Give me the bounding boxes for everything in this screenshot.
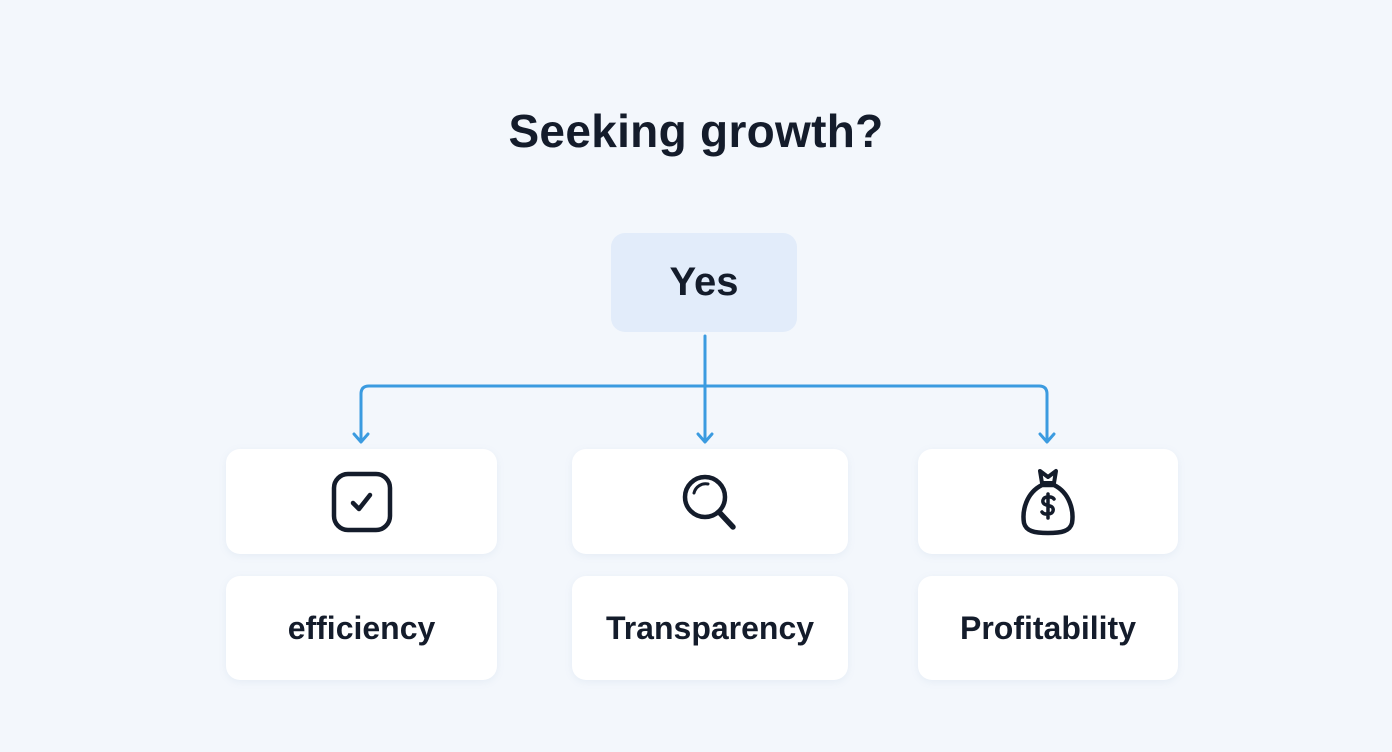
branch-label: Profitability (959, 609, 1136, 646)
connector-left (359, 384, 707, 443)
branch-label-card-efficiency: efficiency (226, 576, 497, 680)
branch-label: Transparency (605, 609, 815, 646)
money-bag-icon (1021, 468, 1075, 535)
magnifier-icon (682, 474, 736, 530)
arrowhead-middle (696, 432, 714, 444)
checkbox-icon (331, 471, 392, 532)
branch-label-card-transparency: Transparency (572, 576, 848, 680)
branch-icon-card-efficiency (226, 449, 497, 554)
arrowhead-left (352, 432, 370, 444)
arrowhead-right (1038, 432, 1056, 444)
branch-label: efficiency (287, 609, 436, 646)
connector-right (703, 384, 1049, 443)
branch-label-card-profitability: Profitability (918, 576, 1178, 680)
branch-icon-card-profitability (918, 449, 1178, 554)
root-node-yes: Yes (611, 233, 797, 332)
branch-icon-card-transparency (572, 449, 848, 554)
diagram-title: Seeking growth? (508, 105, 884, 157)
